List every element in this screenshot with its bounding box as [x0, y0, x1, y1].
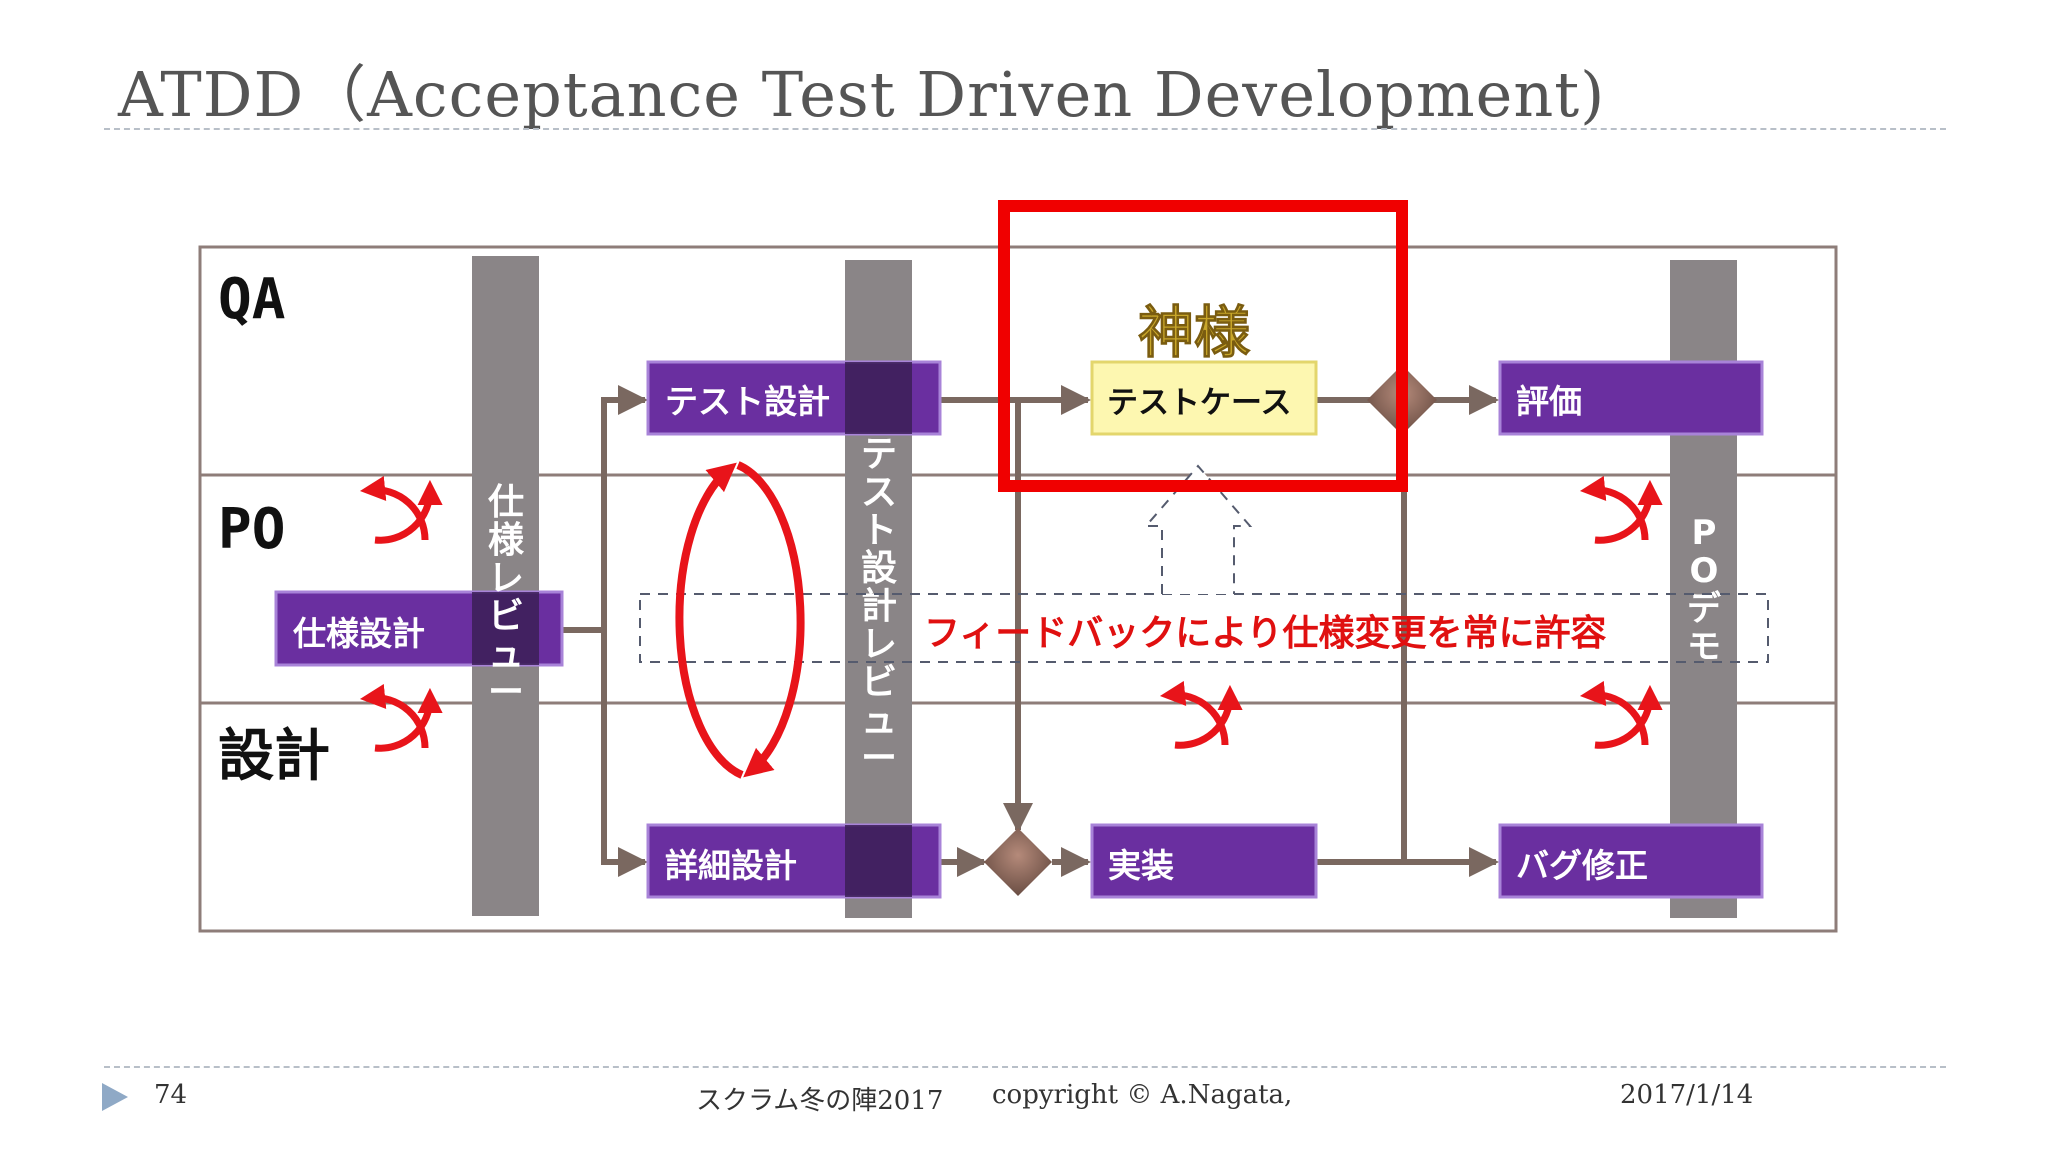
cycle-icon — [1579, 680, 1663, 749]
evaluation-label: 評価 — [1516, 382, 1582, 421]
cycle-icon — [1159, 680, 1243, 749]
spec-design-label: 仕様設計 — [293, 614, 425, 653]
test-review-overlap — [845, 825, 912, 897]
po-demo-char: モ — [1687, 627, 1721, 667]
cycle-icon-large — [675, 461, 805, 779]
test-review-char: テ — [861, 434, 897, 475]
lane-label-design: 設計 — [218, 724, 330, 789]
test-review-char: ト — [861, 510, 897, 551]
po-demo-label: P O デ モ — [1687, 513, 1722, 667]
test-review-char: 計 — [861, 586, 897, 627]
cycle-icon — [359, 475, 443, 544]
god-label: 神様 — [1138, 300, 1251, 366]
spec-review-char: ー — [488, 672, 524, 713]
test-review-char: ー — [861, 738, 897, 779]
test-case-label: テストケース — [1107, 385, 1291, 421]
spec-review-label: 仕 様 レ ビ ュ ー — [488, 482, 525, 713]
highlight-frame — [998, 200, 1408, 492]
spec-review-char: ビ — [488, 596, 524, 637]
test-review-char: ュ — [861, 700, 897, 741]
test-design-review-label: テ ス ト 設 計 レ ビ ュ ー — [861, 434, 897, 779]
title-divider — [104, 128, 1946, 130]
copyright-text: copyright © A.Nagata, — [992, 1080, 1293, 1110]
feedback-up-arrow — [1143, 464, 1253, 594]
evaluation-box — [1498, 360, 1764, 436]
bug-fix-box — [1498, 823, 1764, 899]
test-review-overlap — [845, 362, 912, 434]
spec-review-bar — [472, 256, 539, 916]
slide-title: ATDD（Acceptance Test Driven Development) — [118, 58, 1606, 131]
cycle-icon — [1579, 475, 1663, 544]
bug-fix-label: バグ修正 — [1516, 846, 1648, 885]
page-number: 74 — [154, 1080, 188, 1110]
footer-divider — [104, 1066, 1946, 1068]
po-demo-char: P — [1692, 513, 1717, 553]
merge-diamond — [984, 828, 1052, 896]
cycle-icon — [359, 683, 443, 752]
spec-review-char: 仕 — [488, 482, 524, 523]
spec-review-char: ュ — [488, 634, 524, 675]
implementation-label: 実装 — [1108, 846, 1174, 885]
po-demo-char: デ — [1687, 589, 1722, 629]
test-review-char: ビ — [861, 662, 897, 703]
event-name: スクラム冬の陣2017 — [696, 1086, 944, 1116]
flow-arrows — [560, 385, 1499, 877]
slide-date: 2017/1/14 — [1620, 1080, 1754, 1110]
test-case-box — [1090, 360, 1318, 436]
lane-label-po: PO — [218, 497, 285, 562]
bullet-arrow-icon — [102, 1083, 128, 1111]
test-review-char: レ — [861, 624, 897, 665]
test-design-label: テスト設計 — [665, 382, 830, 421]
lane-label-qa: QA — [218, 267, 285, 332]
detail-design-label: 詳細設計 — [665, 846, 797, 885]
feedback-text: フィードバックにより仕様変更を常に許容 — [924, 612, 1607, 654]
spec-review-char: レ — [488, 558, 524, 599]
spec-review-char: 様 — [488, 520, 525, 561]
test-review-char: ス — [861, 472, 897, 513]
spec-review-overlap — [472, 592, 539, 665]
po-demo-char: O — [1690, 551, 1719, 591]
implementation-box — [1090, 823, 1318, 899]
test-review-char: 設 — [861, 548, 897, 589]
